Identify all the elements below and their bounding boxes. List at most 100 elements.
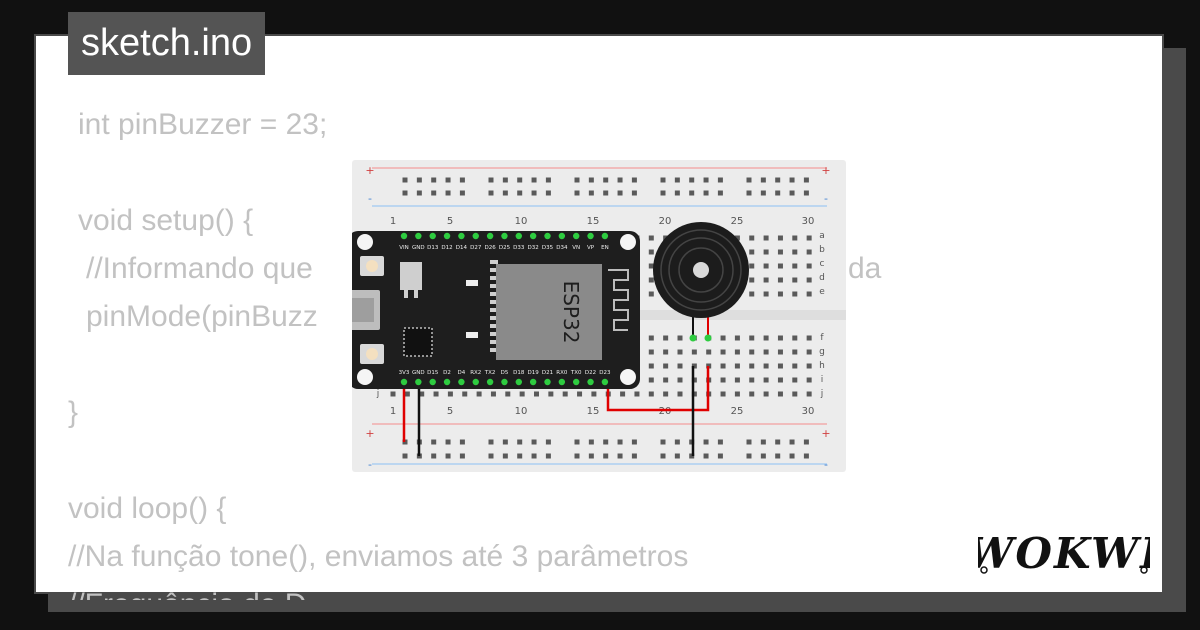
breadboard-hole bbox=[648, 263, 654, 269]
breadboard-hole bbox=[433, 391, 439, 397]
esp32-pin-top bbox=[415, 232, 422, 240]
breadboard-hole bbox=[431, 439, 437, 445]
esp32-pin-label-bottom: D18 bbox=[513, 370, 525, 376]
breadboard-hole bbox=[803, 177, 809, 183]
breadboard-hole bbox=[703, 453, 709, 459]
breadboard-hole bbox=[777, 363, 783, 369]
breadboard-hole bbox=[648, 249, 654, 255]
breadboard-hole bbox=[720, 391, 726, 397]
code-line-8: //Frequência de D... bbox=[68, 588, 331, 600]
breadboard-hole bbox=[777, 291, 783, 297]
esp32-pin-bottom bbox=[544, 378, 551, 386]
buzzer[interactable] bbox=[653, 222, 749, 342]
breadboard-hole bbox=[749, 349, 755, 355]
breadboard-hole bbox=[775, 439, 781, 445]
breadboard-hole bbox=[792, 391, 798, 397]
row-label-g: g bbox=[819, 347, 825, 357]
breadboard-hole bbox=[402, 177, 408, 183]
breadboard-hole bbox=[763, 335, 769, 341]
breadboard-hole bbox=[763, 235, 769, 241]
breadboard-hole bbox=[720, 363, 726, 369]
breadboard-hole bbox=[663, 363, 669, 369]
row-label-i: i bbox=[821, 375, 824, 385]
breadboard-hole bbox=[648, 335, 654, 341]
esp32-pin-label-bottom: D5 bbox=[501, 370, 509, 376]
breadboard-hole bbox=[749, 263, 755, 269]
breadboard-hole bbox=[631, 453, 637, 459]
esp32-pin-label-top: EN bbox=[601, 245, 609, 251]
esp32-pin-label-bottom: 3V3 bbox=[399, 370, 410, 376]
esp32-chip bbox=[496, 264, 602, 360]
breadboard-hole bbox=[648, 235, 654, 241]
breadboard-hole bbox=[763, 363, 769, 369]
breadboard-hole bbox=[617, 190, 623, 196]
breadboard-hole bbox=[763, 391, 769, 397]
breadboard-hole bbox=[691, 377, 697, 383]
breadboard-hole bbox=[660, 439, 666, 445]
esp32-pin-label-top: D33 bbox=[513, 245, 525, 251]
breadboard-hole bbox=[502, 190, 508, 196]
breadboard-hole bbox=[777, 335, 783, 341]
esp32-pin-top bbox=[458, 232, 465, 240]
breadboard-hole bbox=[459, 453, 465, 459]
row-label-j-left: j bbox=[376, 389, 380, 399]
breadboard-hole bbox=[505, 391, 511, 397]
breadboard-hole bbox=[617, 439, 623, 445]
breadboard-hole bbox=[734, 377, 740, 383]
col-label-10: 10 bbox=[515, 216, 528, 227]
esp32-pin-label-bottom: D23 bbox=[599, 370, 611, 376]
col-label-20: 20 bbox=[659, 216, 672, 227]
breadboard-hole bbox=[588, 453, 594, 459]
esp32-pin-bottom bbox=[558, 378, 566, 386]
esp32-pin-label-bottom: D19 bbox=[528, 370, 540, 376]
row-label-f: f bbox=[820, 333, 824, 343]
esp32-pin-top bbox=[400, 232, 408, 240]
breadboard-hole bbox=[703, 177, 709, 183]
row-label-d: d bbox=[819, 273, 825, 283]
code-line-7: //Na função tone(), enviamos até 3 parâm… bbox=[68, 540, 689, 573]
breadboard-hole bbox=[531, 190, 537, 196]
breadboard-hole bbox=[760, 439, 766, 445]
breadboard-hole bbox=[445, 190, 451, 196]
esp32-pin-label-top: D27 bbox=[470, 245, 482, 251]
breadboard-hole bbox=[574, 439, 580, 445]
breadboard-hole bbox=[806, 263, 812, 269]
col-label-25-bottom: 25 bbox=[731, 406, 744, 417]
breadboard-hole bbox=[792, 335, 798, 341]
rail-minus-top-left: - bbox=[368, 192, 372, 205]
code-line-4: pinMode(pinBuzz bbox=[86, 300, 318, 333]
esp32-pin-label-bottom: D15 bbox=[427, 370, 439, 376]
breadboard-hole bbox=[691, 391, 697, 397]
breadboard-hole bbox=[488, 177, 494, 183]
esp32-pin-top bbox=[472, 232, 479, 240]
row-label-e: e bbox=[819, 287, 825, 297]
esp32-pin-label-top: VIN bbox=[399, 245, 409, 251]
col-label-15: 15 bbox=[587, 216, 600, 227]
esp32-pin-bottom bbox=[515, 378, 522, 386]
wire-signal-red bbox=[606, 366, 710, 412]
breadboard-hole bbox=[674, 453, 680, 459]
breadboard-hole bbox=[534, 391, 539, 397]
breadboard-hole bbox=[588, 190, 594, 196]
file-tab[interactable]: sketch.ino bbox=[68, 12, 266, 75]
esp32-pin-top bbox=[587, 232, 594, 240]
esp32-pin-bottom bbox=[486, 378, 494, 386]
breadboard-hole bbox=[734, 363, 740, 369]
breadboard-hole bbox=[631, 190, 637, 196]
breadboard-hole bbox=[734, 391, 740, 397]
breadboard-hole bbox=[574, 190, 580, 196]
esp32-pin-top bbox=[558, 232, 566, 240]
breadboard-hole bbox=[749, 377, 755, 383]
breadboard-hole bbox=[545, 190, 551, 196]
esp32-pin-label-bottom: GND bbox=[412, 370, 425, 376]
row-label-c: c bbox=[820, 259, 825, 269]
esp32-pin-top bbox=[443, 232, 451, 240]
breadboard-hole bbox=[488, 453, 494, 459]
esp32-pin-top bbox=[529, 232, 537, 240]
breadboard-hole bbox=[603, 453, 609, 459]
breadboard-hole bbox=[749, 235, 755, 241]
breadboard-hole bbox=[806, 349, 812, 355]
breadboard-hole bbox=[519, 391, 525, 397]
col-label-20-bottom: 20 bbox=[659, 406, 672, 417]
